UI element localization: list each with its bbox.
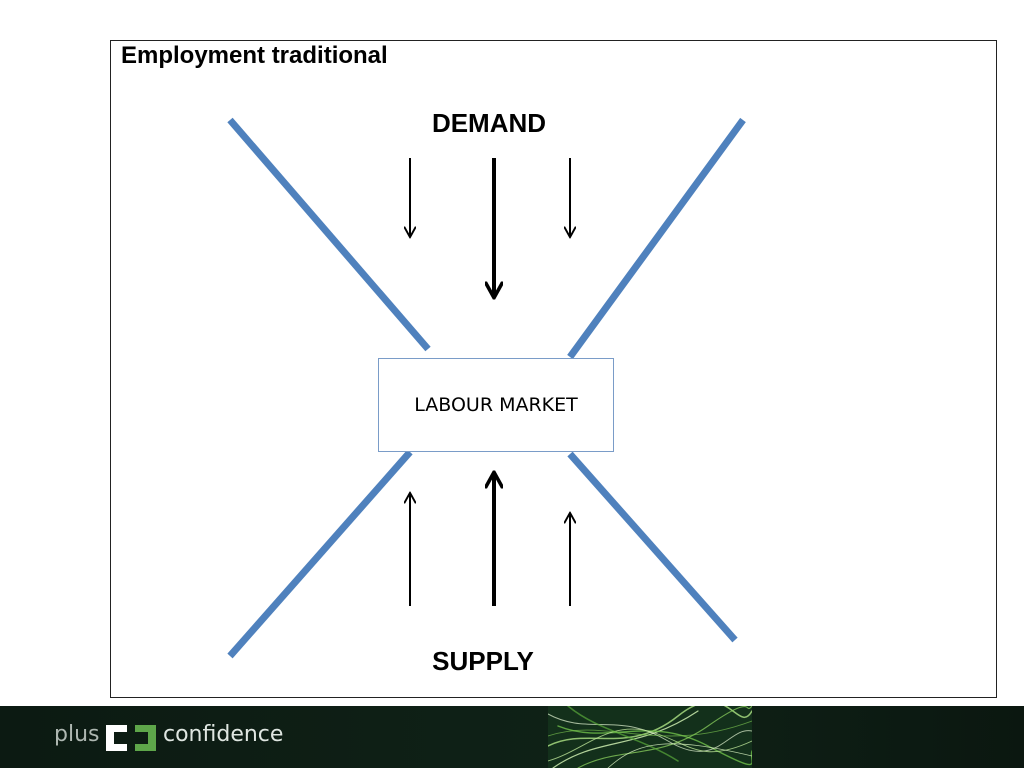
brand-prefix: plus xyxy=(54,722,100,747)
slide-title: Employment traditional xyxy=(121,42,388,69)
funnel-line-top-left xyxy=(227,117,431,352)
funnel-line-bottom-left xyxy=(227,449,413,659)
demand-label: DEMAND xyxy=(431,108,547,138)
labour-market-label: LABOUR MARKET xyxy=(414,394,578,416)
funnel-line-top-right xyxy=(567,117,746,360)
labour-market-box: LABOUR MARKET xyxy=(378,358,614,452)
footer-bar xyxy=(0,706,1024,768)
slide-frame xyxy=(110,40,997,698)
supply-label: SUPPLY xyxy=(432,646,534,676)
brand-logo-icon xyxy=(106,725,156,751)
green-fibers-texture xyxy=(548,706,752,768)
diagram-canvas xyxy=(227,117,746,659)
brand-name: confidence xyxy=(163,722,284,747)
funnel-line-bottom-right xyxy=(567,451,738,643)
footer-decorative-image xyxy=(548,706,752,768)
